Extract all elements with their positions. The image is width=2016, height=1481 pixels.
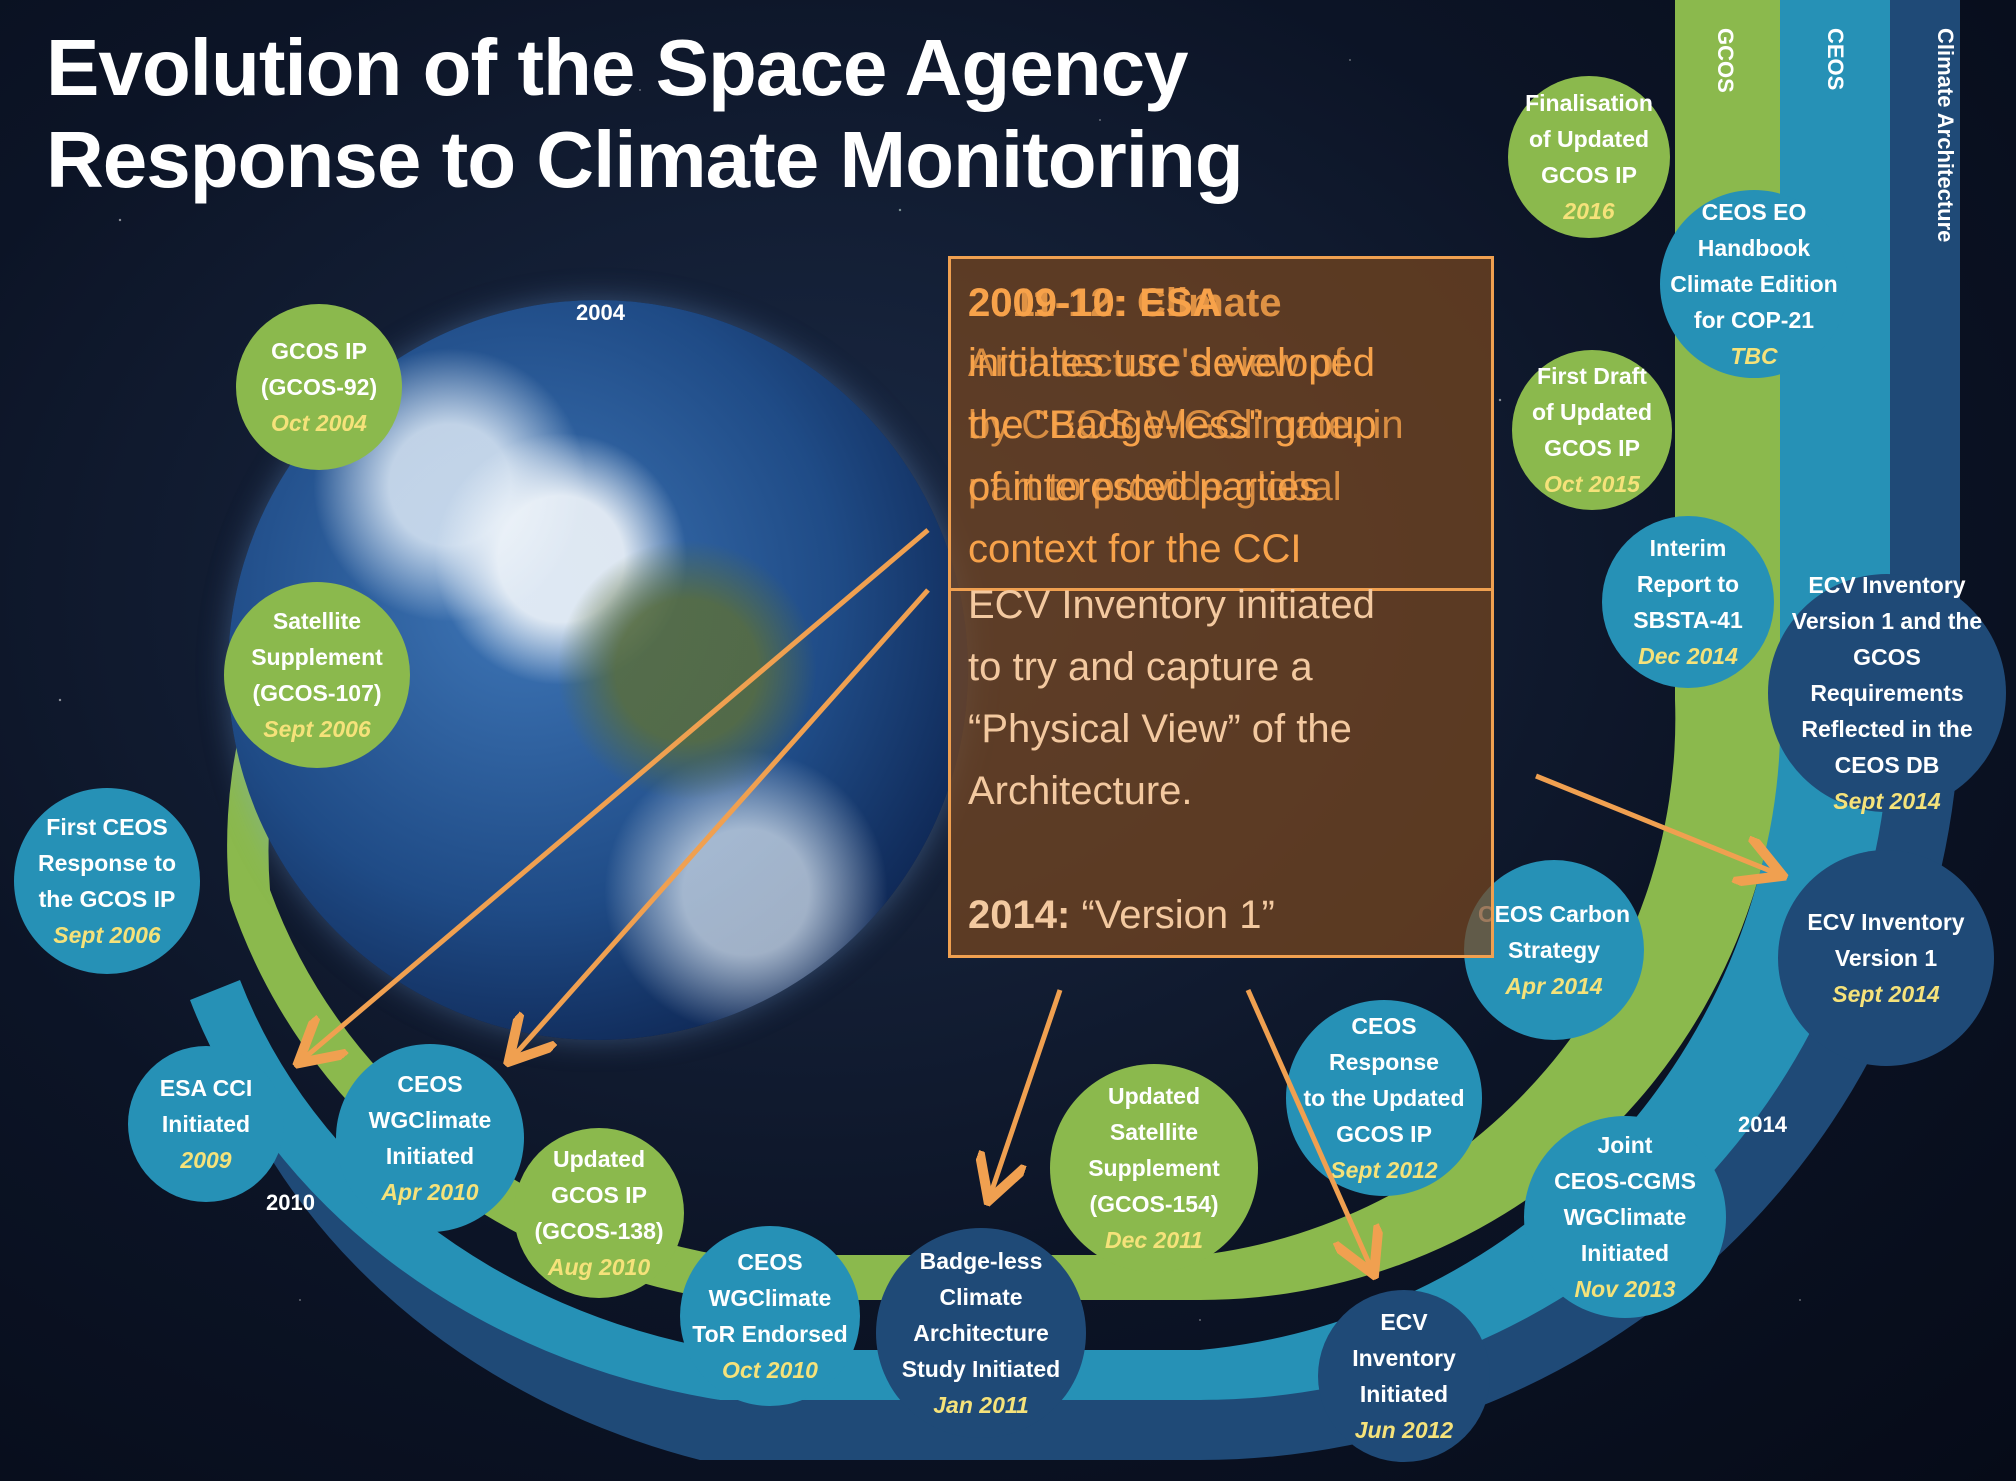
- climate-architecture-band-label: Climate Architecture: [1933, 28, 1958, 243]
- year-2010: 2010: [266, 1190, 315, 1215]
- callout-overlap-line-4b: part to provide global: [968, 465, 1342, 509]
- callout-overlap-line-4a: of interested parties: [968, 465, 1320, 509]
- milestone-updated-satellite-supplement: Updated Satellite Supplement (GCOS-154) …: [1050, 1064, 1258, 1272]
- milestone-joint-ceos-cgms: Joint CEOS-CGMS WGClimate Initiated Nov …: [1524, 1116, 1726, 1318]
- milestone-satellite-supplement: Satellite Supplement (GCOS-107) Sept 200…: [224, 582, 410, 768]
- callout-overlap-line-3b: by CEOS WGClimate, in: [968, 403, 1404, 447]
- title-line-1: Evolution of the Space Agency: [46, 23, 1189, 112]
- arrow-to-wgclimate: [512, 588, 930, 1058]
- callout-line-10: 2014: “Version 1”: [968, 884, 1474, 946]
- milestone-finalisation-gcos-ip: Finalisation of Updated GCOS IP 2016: [1508, 76, 1670, 238]
- milestone-ecv-inventory-v1-gcos: ECV Inventory Version 1 and the GCOS Req…: [1768, 572, 2006, 814]
- callout-overlap-line-2a: initiates use developed: [968, 341, 1375, 385]
- callout-line-8: “Physical View” of the: [968, 707, 1352, 751]
- milestone-gcos-ip-2004: GCOS IP (GCOS-92) Oct 2004: [236, 304, 402, 470]
- arrow-to-esa-cci: [302, 528, 930, 1060]
- gcos-band-label: GCOS: [1713, 28, 1738, 93]
- callout-line-9: Architecture.: [968, 769, 1193, 813]
- milestone-badgeless-study: Badge-less Climate Architecture Study In…: [876, 1228, 1086, 1438]
- milestone-interim-report: Interim Report to SBSTA-41 Dec 2014: [1602, 516, 1774, 688]
- milestone-ceos-response-updated: CEOS Response to the Updated GCOS IP Sep…: [1286, 1000, 1482, 1196]
- milestone-esa-cci: ESA CCI Initiated 2009: [128, 1046, 284, 1202]
- page-title: Evolution of the Space Agency Response t…: [46, 22, 1244, 206]
- milestone-first-draft-gcos-ip: First Draft of Updated GCOS IP Oct 2015: [1512, 350, 1672, 510]
- title-line-2: Response to Climate Monitoring: [46, 115, 1244, 204]
- milestone-ceos-carbon-strategy: CEOS Carbon Strategy Apr 2014: [1464, 860, 1644, 1040]
- milestone-updated-gcos-ip-2010: Updated GCOS IP (GCOS-138) Aug 2010: [514, 1128, 684, 1298]
- callout-overlap-line-1: 2009-10: ESA: [968, 272, 1474, 334]
- milestone-wgclimate-tor: CEOS WGClimate ToR Endorsed Oct 2010: [680, 1226, 860, 1406]
- milestone-ecv-inventory-v1: ECV Inventory Version 1 Sept 2014: [1778, 850, 1994, 1066]
- milestone-ceos-eo-handbook: CEOS EO Handbook Climate Edition for COP…: [1660, 190, 1848, 378]
- callout-divider: [948, 588, 1494, 591]
- callout-box: [948, 256, 1494, 958]
- callout-line-10-text: “Version 1”: [1081, 893, 1275, 937]
- arrow-to-ecv-inventory: [1245, 988, 1372, 1270]
- arrow-to-badgeless: [990, 989, 1063, 1196]
- callout-line-6: ECV Inventory initiated: [968, 583, 1375, 627]
- callout-line-5: context for the CCI: [968, 527, 1302, 571]
- callout-overlap-line-1b: 2011-12: Climate: [968, 281, 1282, 325]
- callout-overlap-line-1a: 2009-10: ESA: [968, 281, 1222, 325]
- milestone-ceos-wgclimate-initiated: CEOS WGClimate Initiated Apr 2010: [336, 1044, 524, 1232]
- milestone-ecv-inventory-initiated: ECV Inventory Initiated Jun 2012: [1318, 1290, 1490, 1462]
- callout-overlap-line-3a: the "Badge-less" group: [968, 403, 1377, 447]
- arrow-to-ecv-inventory-v1: [1535, 773, 1778, 874]
- milestone-first-ceos-response: First CEOS Response to the GCOS IP Sept …: [14, 788, 200, 974]
- callout-overlap-line-1-b: 2011-12: Climate: [968, 272, 1474, 334]
- callout-line-10-label: 2014:: [968, 893, 1071, 937]
- year-2004: 2004: [576, 300, 625, 325]
- callout-line-7: to try and capture a: [968, 645, 1313, 689]
- ceos-band-label: CEOS: [1823, 28, 1848, 91]
- callout-overlap-line-2b: Architecture's view of: [968, 341, 1345, 385]
- year-2014: 2014: [1738, 1112, 1787, 1137]
